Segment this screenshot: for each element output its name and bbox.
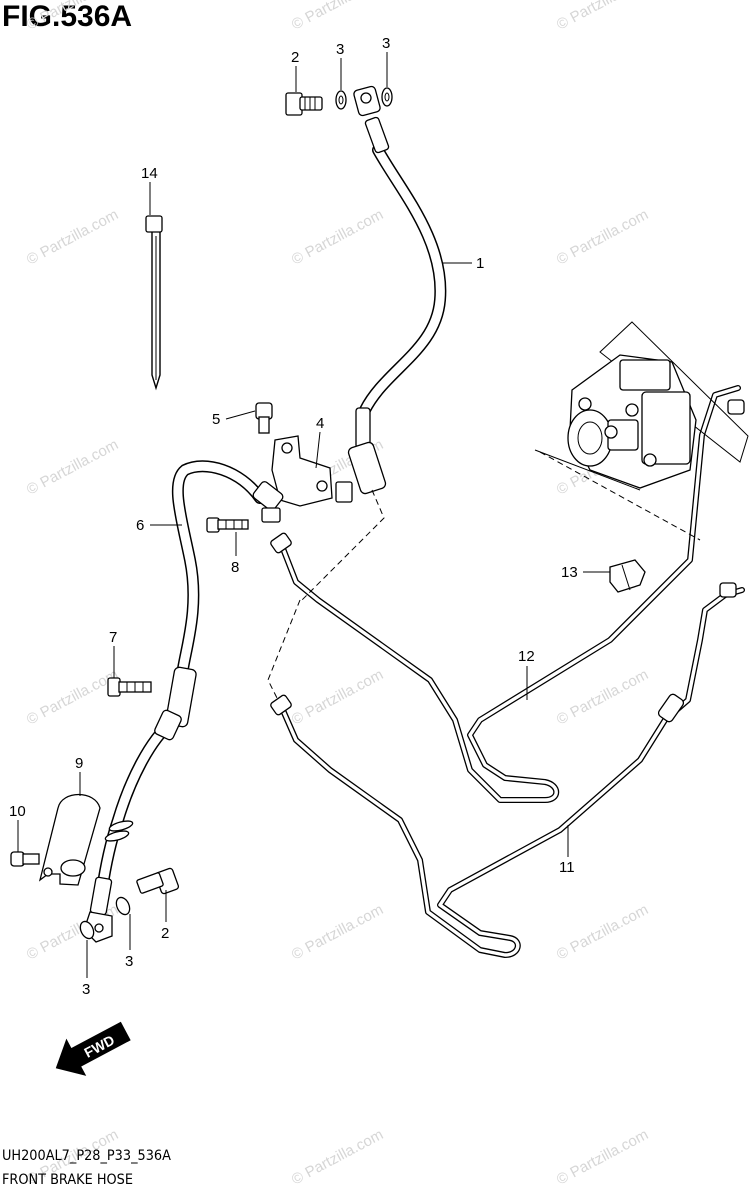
leader-lines bbox=[17, 52, 610, 978]
callout-3: 3 bbox=[336, 41, 344, 58]
callout-3: 3 bbox=[82, 981, 90, 998]
brake-hose-upper[interactable] bbox=[347, 85, 447, 495]
bolt-5[interactable] bbox=[255, 402, 273, 434]
callout-7: 7 bbox=[109, 629, 117, 646]
watermarks: © Partzilla.com © Partzilla.com © Partzi… bbox=[24, 0, 651, 1189]
callout-2: 2 bbox=[291, 49, 299, 66]
callout-2: 2 bbox=[161, 925, 169, 942]
watermark: © Partzilla.com bbox=[289, 206, 386, 268]
watermark: © Partzilla.com bbox=[289, 901, 386, 963]
brake-pipe-12[interactable] bbox=[270, 385, 745, 803]
callout-1: 1 bbox=[476, 255, 484, 272]
figure-name: FRONT BRAKE HOSE bbox=[2, 1172, 133, 1188]
callout-12: 12 bbox=[518, 648, 535, 665]
washer-top-1[interactable] bbox=[335, 90, 347, 110]
watermark: © Partzilla.com bbox=[24, 666, 121, 728]
abs-unit[interactable] bbox=[534, 321, 749, 491]
watermark: © Partzilla.com bbox=[24, 436, 121, 498]
callouts: 2 3 3 14 1 5 4 6 8 7 9 10 2 3 3 11 12 13 bbox=[9, 35, 578, 998]
callout-6: 6 bbox=[136, 517, 144, 534]
union-bolt-lower[interactable] bbox=[136, 867, 180, 895]
callout-11: 11 bbox=[559, 859, 575, 876]
watermark: © Partzilla.com bbox=[554, 206, 651, 268]
washer-lower-2[interactable] bbox=[78, 919, 96, 940]
figure-title: FIG.536A bbox=[2, 0, 133, 33]
watermark: © Partzilla.com bbox=[289, 0, 386, 34]
union-bolt-top[interactable] bbox=[285, 92, 323, 116]
callout-13: 13 bbox=[561, 564, 578, 581]
hose-bracket[interactable] bbox=[271, 435, 353, 507]
fwd-arrow: FWD bbox=[55, 1021, 131, 1076]
callout-3: 3 bbox=[382, 35, 390, 52]
reference-lines bbox=[267, 451, 701, 701]
watermark: © Partzilla.com bbox=[24, 206, 121, 268]
callout-8: 8 bbox=[231, 559, 239, 576]
watermark: © Partzilla.com bbox=[289, 666, 386, 728]
callout-4: 4 bbox=[316, 415, 324, 432]
watermark: © Partzilla.com bbox=[24, 0, 121, 34]
bolt-7[interactable] bbox=[107, 677, 152, 697]
callout-14: 14 bbox=[141, 165, 158, 182]
washer-lower-1[interactable] bbox=[114, 895, 132, 916]
watermark: © Partzilla.com bbox=[554, 1126, 651, 1188]
pipe-clamp[interactable] bbox=[609, 559, 646, 593]
watermark: © Partzilla.com bbox=[554, 666, 651, 728]
callout-3: 3 bbox=[125, 953, 133, 970]
watermark: © Partzilla.com bbox=[289, 1126, 386, 1188]
cable-tie[interactable] bbox=[145, 215, 163, 391]
hose-clamp[interactable] bbox=[38, 794, 101, 886]
watermark: © Partzilla.com bbox=[554, 901, 651, 963]
brake-pipe-11[interactable] bbox=[270, 582, 745, 958]
callout-5: 5 bbox=[212, 411, 220, 428]
watermark: © Partzilla.com bbox=[554, 0, 651, 34]
callout-9: 9 bbox=[75, 755, 83, 772]
brake-hose-lower[interactable] bbox=[83, 460, 284, 943]
bolt-10[interactable] bbox=[10, 851, 40, 867]
figure-code: UH200AL7_P28_P33_536A bbox=[2, 1148, 171, 1164]
callout-10: 10 bbox=[9, 803, 26, 820]
washer-top-2[interactable] bbox=[381, 87, 393, 107]
bolt-8[interactable] bbox=[206, 517, 249, 533]
